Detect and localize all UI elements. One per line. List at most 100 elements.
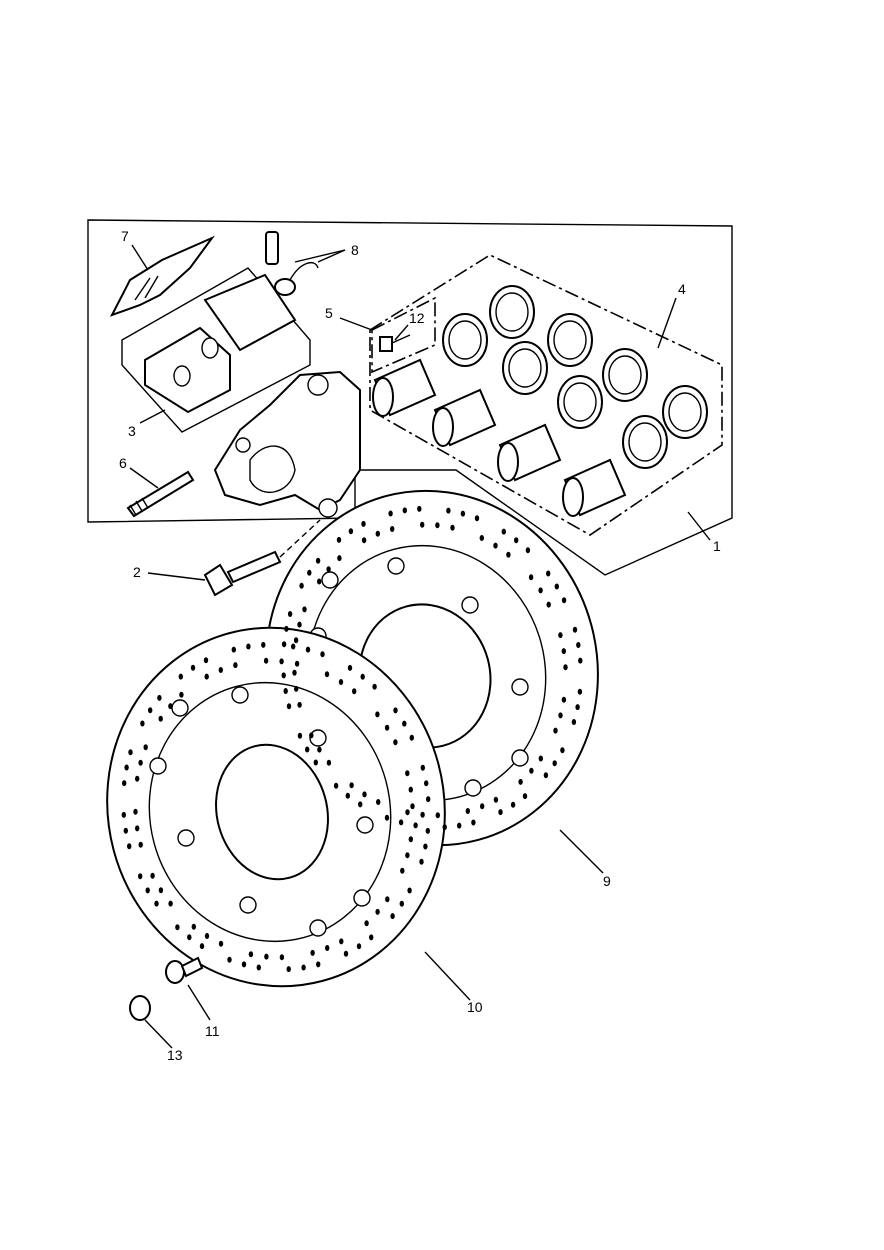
- perforation-hole: [419, 858, 424, 865]
- caliper-body: [213, 370, 361, 518]
- perforation-hole: [263, 657, 269, 664]
- perforation-hole: [315, 557, 321, 564]
- perforation-hole: [358, 801, 363, 808]
- perforation-hole: [190, 664, 196, 671]
- perforation-hole: [572, 626, 578, 633]
- perforation-hole: [506, 551, 511, 558]
- caliper-mounting-bolt: [203, 519, 321, 597]
- bleed-kit-outline: [371, 296, 436, 374]
- perforation-hole: [561, 696, 567, 703]
- perforation-hole: [148, 707, 153, 714]
- perforation-hole: [361, 520, 366, 527]
- perforation-hole: [446, 507, 451, 514]
- perforation-hole: [425, 827, 430, 834]
- perforation-hole: [127, 843, 132, 850]
- perforation-hole: [231, 646, 236, 653]
- perforation-hole: [135, 775, 140, 782]
- perforation-hole: [561, 597, 567, 604]
- perforation-hole: [525, 547, 531, 554]
- perforation-hole: [375, 908, 380, 915]
- disc-9-perforations-inner: [292, 521, 568, 819]
- perforation-hole: [286, 703, 292, 710]
- perforation-hole: [369, 934, 374, 941]
- perforation-hole: [402, 720, 407, 727]
- perforation-hole: [294, 685, 299, 692]
- perforation-hole: [410, 803, 415, 810]
- perforation-hole: [203, 657, 209, 664]
- perforation-hole: [364, 920, 369, 927]
- perforation-hole: [563, 664, 568, 671]
- seal-kit-outline: [369, 254, 723, 536]
- perforation-hole: [305, 746, 310, 753]
- perforation-hole: [493, 796, 499, 803]
- perforation-hole: [121, 811, 127, 818]
- perforation-hole: [413, 822, 418, 829]
- callout-11: 11: [205, 1023, 220, 1039]
- perforation-hole: [301, 964, 306, 971]
- perforation-hole: [287, 611, 293, 617]
- perforation-hole: [372, 683, 377, 690]
- perforation-hole: [450, 524, 455, 531]
- perforation-hole: [546, 570, 551, 577]
- perforation-hole: [168, 900, 173, 907]
- perforation-hole: [297, 621, 302, 628]
- perforation-hole: [546, 601, 551, 608]
- perforation-hole: [474, 515, 480, 522]
- perforation-hole: [402, 507, 407, 514]
- perforation-hole: [241, 961, 247, 968]
- callout-9: 9: [603, 873, 611, 889]
- perforation-hole: [558, 632, 563, 639]
- perforation-hole: [284, 625, 289, 632]
- perforation-hole: [337, 555, 342, 562]
- perforation-hole: [281, 641, 287, 648]
- perforation-hole: [204, 933, 210, 939]
- perforation-hole: [320, 651, 325, 658]
- perforation-hole: [248, 951, 254, 958]
- perforation-hole: [538, 755, 543, 762]
- disc-9-perforations-outer: [281, 505, 583, 831]
- perforation-hole: [128, 749, 133, 756]
- perforation-hole: [362, 791, 367, 798]
- perforation-hole: [405, 852, 410, 859]
- perforation-hole: [297, 701, 302, 708]
- perforation-hole: [218, 667, 223, 673]
- perforation-hole: [393, 739, 398, 746]
- perforation-hole: [179, 691, 184, 698]
- perforation-hole: [292, 669, 297, 676]
- perforation-hole: [408, 836, 413, 843]
- perforation-hole: [408, 786, 413, 793]
- perforation-hole: [510, 801, 516, 808]
- perforation-hole: [140, 720, 145, 727]
- perforation-hole: [339, 938, 344, 945]
- perforation-hole: [501, 528, 506, 535]
- leader-lines: [129, 244, 711, 1049]
- perforation-hole: [385, 896, 390, 903]
- perforation-hole: [514, 537, 519, 544]
- perforation-hole: [423, 843, 428, 850]
- perforation-hole: [145, 887, 150, 894]
- perforation-hole: [571, 719, 577, 725]
- perforation-hole: [479, 535, 484, 541]
- perforation-hole: [360, 673, 365, 680]
- perforation-hole: [264, 953, 269, 960]
- perforation-hole: [204, 673, 209, 680]
- perforation-hole: [376, 799, 381, 805]
- perforation-hole: [442, 824, 447, 831]
- perforation-hole: [310, 949, 315, 956]
- perforation-hole: [143, 744, 148, 751]
- bleed-screw: [265, 231, 319, 296]
- perforation-hole: [281, 672, 286, 679]
- perforation-hole: [553, 727, 558, 734]
- perforation-hole: [399, 900, 404, 907]
- perforation-hole: [286, 966, 291, 973]
- perforation-hole: [324, 671, 330, 678]
- perforation-hole: [393, 707, 398, 714]
- perforation-hole: [554, 583, 559, 590]
- caliper-pistons: [372, 358, 627, 517]
- callout-4: 4: [678, 281, 686, 297]
- perforation-hole: [409, 734, 414, 741]
- perforation-hole: [135, 825, 140, 832]
- perforation-hole: [338, 679, 344, 685]
- disc-10-perforations-inner: [133, 657, 415, 961]
- perforation-hole: [133, 808, 138, 815]
